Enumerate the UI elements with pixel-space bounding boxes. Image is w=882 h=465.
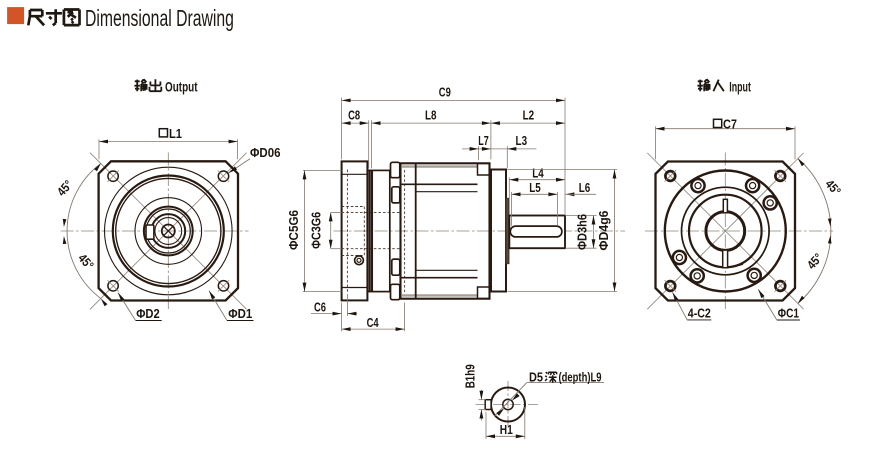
svg-text:4-C2: 4-C2 bbox=[688, 306, 711, 321]
svg-text:45°: 45° bbox=[54, 178, 75, 199]
svg-text:L5: L5 bbox=[529, 180, 541, 195]
svg-text:C9: C9 bbox=[439, 85, 451, 100]
svg-text:L6: L6 bbox=[579, 180, 591, 195]
svg-text:ΦC1: ΦC1 bbox=[778, 306, 799, 321]
svg-text:L3: L3 bbox=[516, 133, 528, 148]
svg-text:ΦD2: ΦD2 bbox=[136, 306, 160, 321]
svg-text:45°: 45° bbox=[75, 251, 96, 272]
svg-text:C4: C4 bbox=[367, 315, 380, 330]
svg-text:L4: L4 bbox=[532, 166, 544, 181]
svg-text:Output: Output bbox=[165, 79, 198, 95]
svg-text:ΦC5G6: ΦC5G6 bbox=[287, 210, 301, 250]
svg-text:ΦC3G6: ΦC3G6 bbox=[310, 212, 324, 249]
svg-text:L2: L2 bbox=[523, 107, 535, 122]
svg-text:D5: D5 bbox=[529, 369, 543, 384]
svg-text:C8: C8 bbox=[348, 107, 360, 122]
svg-text:(depth)L9: (depth)L9 bbox=[559, 369, 602, 384]
svg-text:L8: L8 bbox=[425, 107, 437, 122]
svg-text:B1h9: B1h9 bbox=[464, 364, 478, 388]
svg-text:45°: 45° bbox=[822, 177, 843, 198]
svg-text:ΦD1: ΦD1 bbox=[228, 306, 252, 321]
svg-text:ΦD3h6: ΦD3h6 bbox=[576, 214, 590, 250]
svg-text:L7: L7 bbox=[478, 133, 489, 148]
svg-text:Input: Input bbox=[729, 78, 751, 94]
svg-text:45°: 45° bbox=[804, 251, 825, 272]
svg-text:ΦD06: ΦD06 bbox=[250, 145, 281, 160]
svg-text:C7: C7 bbox=[723, 116, 737, 131]
svg-text:Dimensional Drawing: Dimensional Drawing bbox=[85, 5, 234, 31]
svg-text:ΦD4g6: ΦD4g6 bbox=[596, 211, 611, 251]
svg-text:H1: H1 bbox=[500, 422, 513, 437]
svg-text:L1: L1 bbox=[169, 126, 182, 141]
svg-text:C6: C6 bbox=[314, 300, 326, 315]
